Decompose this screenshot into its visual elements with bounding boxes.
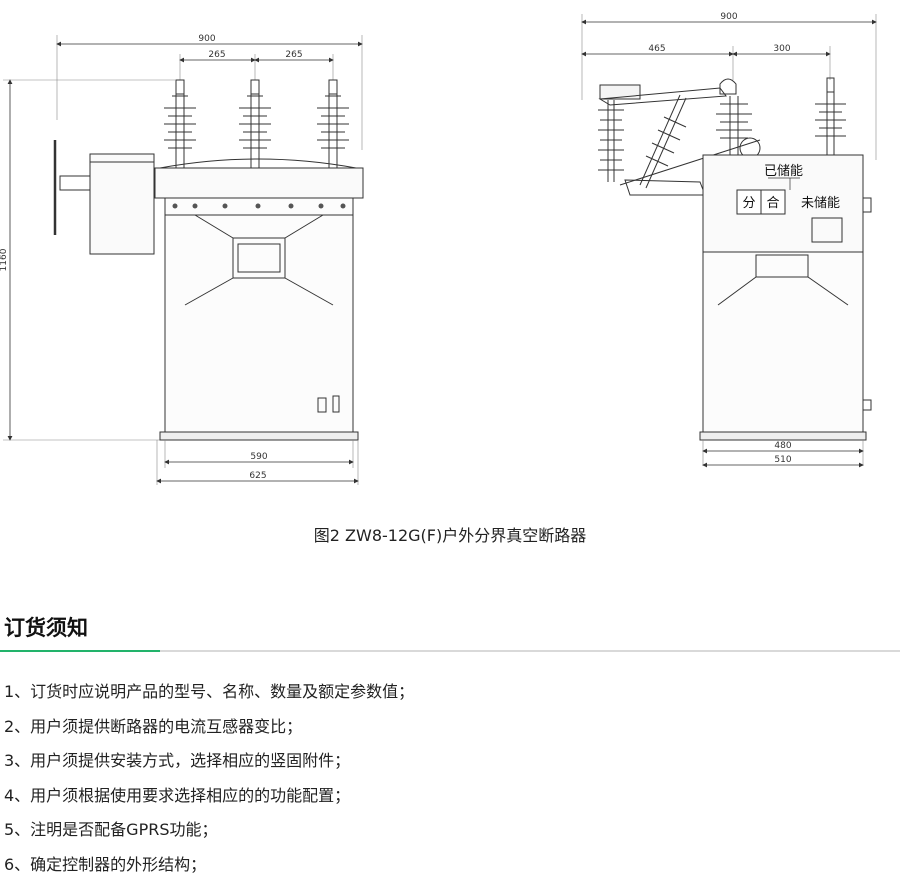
insulator-front-center <box>239 79 271 168</box>
label-charged: 已储能 <box>764 164 803 179</box>
side-dim-300: 300 <box>773 44 790 54</box>
list-item: 1、订货时应说明产品的型号、名称、数量及额定参数值； <box>4 682 415 701</box>
technical-drawing: 900 265 265 1160 590 625 <box>0 12 877 485</box>
insulator-front-right <box>317 79 349 168</box>
front-view <box>3 35 364 485</box>
section-title: 订货须知 <box>4 616 88 640</box>
label-close: 合 <box>766 196 779 211</box>
front-dim-1160: 1160 <box>0 248 9 271</box>
label-uncharged: 未储能 <box>801 196 840 211</box>
front-dim-590: 590 <box>250 452 267 462</box>
insulator-front-left <box>164 79 196 168</box>
list-item: 3、用户须提供安装方式，选择相应的竖固附件； <box>4 751 351 770</box>
front-dim-265-left: 265 <box>208 50 225 60</box>
list-item: 2、用户须提供断路器的电流互感器变比； <box>4 716 303 736</box>
side-dim-510: 510 <box>774 455 791 465</box>
section-divider <box>0 650 900 652</box>
side-view <box>581 14 877 468</box>
front-dim-625: 625 <box>249 471 266 481</box>
front-dim-265-right: 265 <box>285 50 302 60</box>
side-dim-900: 900 <box>720 12 737 22</box>
section-divider-accent <box>0 650 160 652</box>
label-open: 分 <box>742 196 755 211</box>
list-item: 4、用户须根据使用要求选择相应的的功能配置； <box>4 785 351 805</box>
side-dim-480: 480 <box>774 441 791 451</box>
list-item: 6、确定控制器的外形结构； <box>4 854 207 874</box>
front-dim-900: 900 <box>198 34 215 44</box>
side-dim-465: 465 <box>648 44 665 54</box>
figure-caption: 图2 ZW8-12G(F)户外分界真空断路器 <box>313 526 587 545</box>
ordering-notes-list: 1、订货时应说明产品的型号、名称、数量及额定参数值； 2、用户须提供断路器的电流… <box>4 681 414 888</box>
list-item: 5、注明是否配备GPRS功能； <box>4 820 218 839</box>
